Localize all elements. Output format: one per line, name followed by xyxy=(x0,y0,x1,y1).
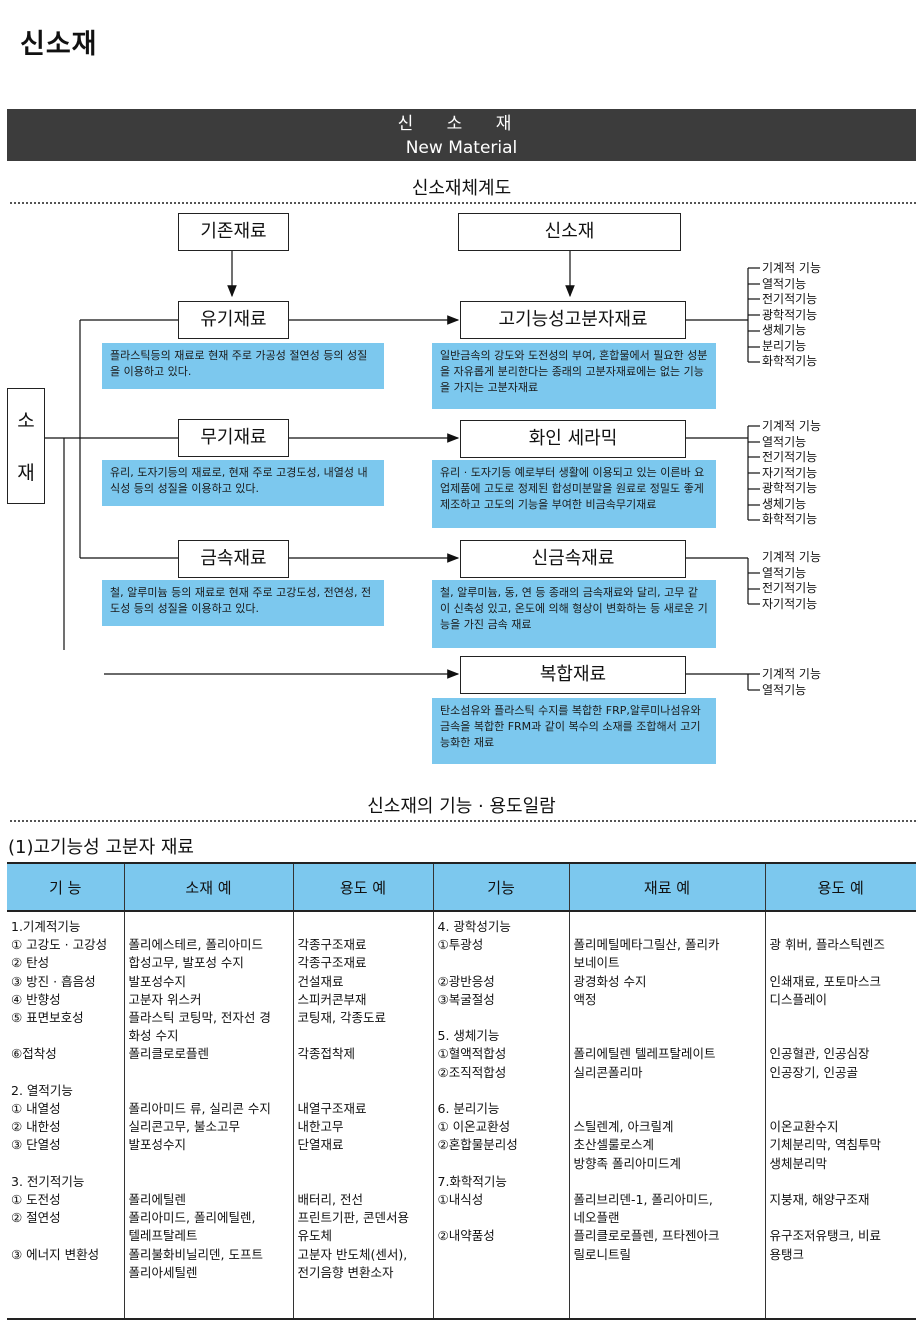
cell-usages-1: 각종구조재료 각종구조재료 건설재료 스피커콘부재 코팅재, 각종도료 각종접착… xyxy=(292,911,433,1320)
header-material-example-2: 재료 예 xyxy=(568,862,765,912)
function-item: 광학적기능 xyxy=(762,481,818,495)
cell-functions-1: 1.기계적기능 ① 고강도 · 고강성 ② 탄성 ③ 방진 · 흡음성 ④ 반향… xyxy=(7,911,124,1320)
new-material-box: 신소재 xyxy=(458,213,681,251)
usage-table: 기 능 소재 예 용도 예 기능 재료 예 용도 예 1.기계적기능 ① 고강도… xyxy=(7,862,916,1320)
root-box-material: 소 재 xyxy=(7,388,45,504)
title-banner: 신 소 재 New Material xyxy=(7,109,916,161)
function-item: 화학적기능 xyxy=(762,354,818,368)
table-header-row: 기 능 소재 예 용도 예 기능 재료 예 용도 예 xyxy=(7,862,916,912)
function-item: 기계적 기능 xyxy=(762,261,822,275)
function-item: 기계적 기능 xyxy=(762,550,822,564)
header-function-2: 기능 xyxy=(432,862,569,912)
root-label-1: 소 xyxy=(17,410,35,432)
existing-material-box: 기존재료 xyxy=(178,213,289,251)
new-metal-material-box: 신금속재료 xyxy=(460,540,686,578)
cell-materials-1: 폴리에스테르, 폴리아미드 합성고무, 발포성 수지 발포성수지 고분자 위스커… xyxy=(123,911,293,1320)
inorganic-material-box: 무기재료 xyxy=(178,419,289,457)
cell-functions-2: 4. 광학성기능 ①투광성 ②광반응성 ③복굴절성 5. 생체기능 ①혈액적합성… xyxy=(432,911,569,1320)
polymer-functions-list: 기계적 기능 열적기능 전기적기능 광학적기능 생체기능 분리기능 화학적기능 xyxy=(762,261,821,370)
metal-functions-list: 기계적 기능 열적기능 전기적기능 자기적기능 xyxy=(762,550,821,612)
ceramics-functions-list: 기계적 기능 열적기능 전기적기능 자기적기능 광학적기능 생체기능 화학적기능 xyxy=(762,419,821,528)
polymer-material-desc: 일반금속의 강도와 도전성의 부여, 혼합물에서 필요한 성분을 자유롭게 분리… xyxy=(432,343,716,409)
function-item: 자기적기능 xyxy=(762,465,818,480)
fine-ceramics-box: 화인 세라믹 xyxy=(460,420,686,458)
function-item: 기계적 기능 xyxy=(762,667,822,681)
function-item: 열적기능 xyxy=(762,276,807,291)
root-label-2: 재 xyxy=(17,462,35,484)
usage-title: 신소재의 기능 · 용도일람 xyxy=(367,796,556,817)
metal-material-box: 금속재료 xyxy=(178,540,289,578)
function-item: 광학적기능 xyxy=(762,307,818,322)
function-item: 화학적기능 xyxy=(762,512,818,526)
divider xyxy=(10,820,916,822)
organic-material-desc: 플라스틱등의 재료로 현재 주로 가공성 절연성 등의 성질을 이용하고 있다. xyxy=(102,343,384,389)
divider xyxy=(10,202,916,204)
function-item: 생체기능 xyxy=(762,323,807,337)
function-item: 분리기능 xyxy=(762,338,807,353)
function-item: 자기적기능 xyxy=(762,596,818,611)
function-item: 전기적기능 xyxy=(762,450,818,464)
polymer-material-box: 고기능성고분자재료 xyxy=(460,301,686,339)
diagram-connectors xyxy=(44,251,760,691)
inorganic-material-desc: 유리, 도자기등의 재료로, 현재 주로 고경도성, 내열성 내식성 등의 성질… xyxy=(102,460,384,506)
header-usage-example: 용도 예 xyxy=(292,862,433,912)
table-row: 1.기계적기능 ① 고강도 · 고강성 ② 탄성 ③ 방진 · 흡음성 ④ 반향… xyxy=(7,911,916,1320)
usage-subtitle: (1)고기능성 고분자 재료 xyxy=(8,837,194,858)
function-item: 전기적기능 xyxy=(762,292,818,306)
header-function: 기 능 xyxy=(7,862,124,912)
function-item: 열적기능 xyxy=(762,565,807,580)
diagram-title: 신소재체계도 xyxy=(411,178,512,199)
function-item: 기계적 기능 xyxy=(762,419,822,433)
function-item: 열적기능 xyxy=(762,434,807,449)
fine-ceramics-desc: 유리 · 도자기등 예로부터 생활에 이용되고 있는 이른바 요업제품에 고도로… xyxy=(432,460,716,528)
metal-material-desc: 철, 알루미늄 등의 재료로 현재 주로 고강도성, 전연성, 전도성 등의 성… xyxy=(102,580,384,626)
banner-english-title: New Material xyxy=(405,138,518,158)
function-item: 생체기능 xyxy=(762,496,807,511)
header-usage-example-2: 용도 예 xyxy=(764,862,916,912)
function-item: 전기적기능 xyxy=(762,581,818,595)
composite-functions-list: 기계적 기능 열적기능 xyxy=(762,667,821,698)
composite-material-desc: 탄소섬유와 플라스틱 수지를 복합한 FRP,알루미나섬유와 금속을 복합한 F… xyxy=(432,698,716,764)
header-material-example: 소재 예 xyxy=(123,862,293,912)
composite-material-box: 복합재료 xyxy=(460,656,686,694)
organic-material-box: 유기재료 xyxy=(178,301,289,339)
function-item: 열적기능 xyxy=(762,682,807,697)
cell-usages-2: 광 휘버, 플라스틱렌즈 인쇄재료, 포토마스크 디스플레이 인공혈관, 인공심… xyxy=(764,911,916,1320)
new-metal-material-desc: 철, 알루미늄, 동, 연 등 종래의 금속재료와 달리, 고무 같이 신축성 … xyxy=(432,580,716,648)
cell-materials-2: 폴리메틸메타그릴산, 폴리카 보네이트 광경화성 수지 액정 폴리에틸렌 텔레프… xyxy=(568,911,765,1320)
banner-korean-title: 신 소 재 xyxy=(397,114,526,134)
page-title: 신소재 xyxy=(20,29,98,60)
